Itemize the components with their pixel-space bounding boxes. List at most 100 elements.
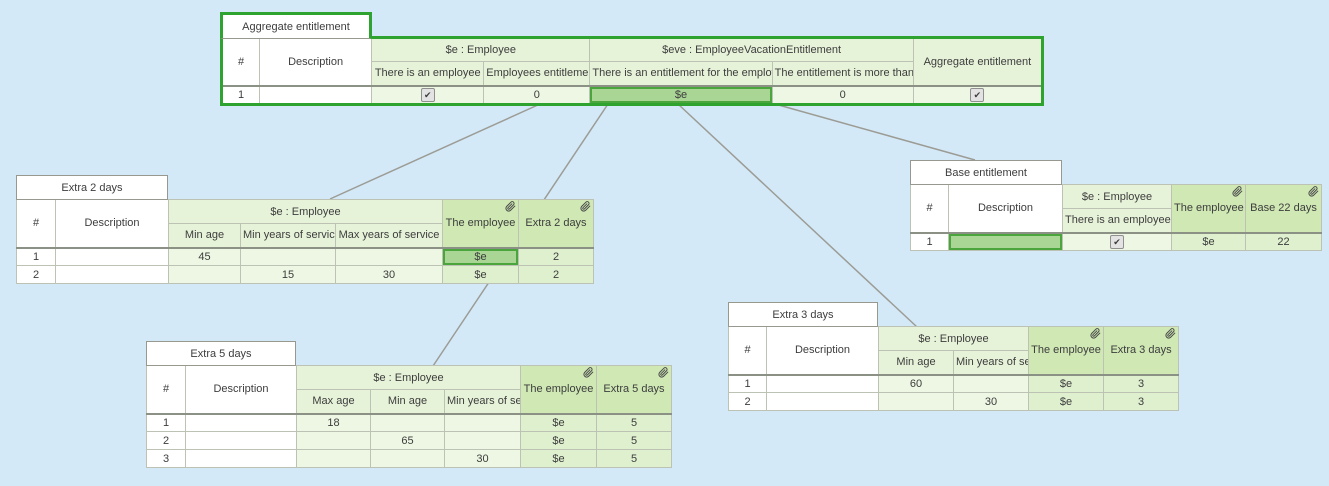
value-cell[interactable]: 2 <box>518 265 594 284</box>
checkbox-cell[interactable]: ✔ <box>1062 231 1172 251</box>
table-extra-3-days: Extra 3 days # Description $e : Employee… <box>728 302 1180 411</box>
value-cell[interactable]: 60 <box>878 373 954 393</box>
value-cell[interactable]: 5 <box>596 431 672 450</box>
value-cell[interactable] <box>240 246 336 266</box>
paperclip-icon[interactable] <box>1090 328 1101 339</box>
row-number-cell[interactable]: 2 <box>146 431 186 450</box>
value-cell[interactable]: 3 <box>1103 373 1180 393</box>
col-header-aggregate-entitlement: Aggregate entitlement <box>912 37 1044 86</box>
sub-header-employees-entitlement: Employees entitlement <box>483 61 591 86</box>
table-title-tab[interactable]: Base entitlement <box>910 160 1062 185</box>
sub-header-min-years-of-service: Min years of service <box>444 389 521 414</box>
connector-line <box>677 103 918 328</box>
value-cell[interactable] <box>296 449 371 468</box>
value-cell[interactable]: 22 <box>1245 231 1322 251</box>
value-cell[interactable]: $e <box>520 412 597 432</box>
table-extra-2-days: Extra 2 days # Description $e : Employee… <box>16 175 594 284</box>
paperclip-icon[interactable] <box>1308 186 1319 197</box>
selected-value-cell[interactable]: $e <box>442 246 519 266</box>
group-header-vacation-entitlement: $eve : EmployeeVacationEntitlement <box>589 37 914 62</box>
paperclip-icon[interactable] <box>580 201 591 212</box>
value-cell[interactable] <box>444 431 521 450</box>
value-cell[interactable]: 30 <box>444 449 521 468</box>
paperclip-icon[interactable] <box>1232 186 1243 197</box>
value-cell[interactable]: $e <box>1028 392 1105 411</box>
value-cell[interactable]: 0 <box>771 84 914 105</box>
value-cell[interactable]: 5 <box>596 412 672 432</box>
value-cell[interactable] <box>370 449 445 468</box>
value-cell[interactable]: 30 <box>952 392 1030 411</box>
row-number-cell[interactable]: 1 <box>146 412 186 432</box>
decision-table: # Description $e : Employee The employee… <box>16 199 594 284</box>
paperclip-icon[interactable] <box>583 367 594 378</box>
row-number-cell[interactable]: 3 <box>146 449 186 468</box>
value-cell[interactable] <box>878 392 954 411</box>
checkbox-cell[interactable]: ✔ <box>912 84 1044 105</box>
col-header-the-employee: The employee <box>442 199 519 248</box>
value-cell[interactable]: $e <box>1171 231 1246 251</box>
selected-description-cell[interactable] <box>948 231 1063 251</box>
row-number-cell[interactable]: 2 <box>16 265 56 284</box>
table-row: 2 30 $e 3 <box>728 392 1180 411</box>
description-cell[interactable] <box>185 412 297 432</box>
description-cell[interactable] <box>259 84 373 105</box>
description-cell[interactable] <box>185 449 297 468</box>
sub-header-min-years-of-service: Min years of service <box>952 350 1030 375</box>
row-number-cell[interactable]: 1 <box>220 84 261 105</box>
description-cell[interactable] <box>766 392 879 411</box>
sub-header-min-years-of-service: Min years of service <box>240 223 336 248</box>
value-cell[interactable] <box>444 412 521 432</box>
value-cell[interactable]: 3 <box>1103 392 1180 411</box>
row-number-cell[interactable]: 2 <box>728 392 767 411</box>
description-cell[interactable] <box>55 265 169 284</box>
value-cell[interactable] <box>335 246 443 266</box>
value-cell[interactable]: 0 <box>483 84 591 105</box>
check-mark: ✔ <box>973 89 982 100</box>
table-title-tab[interactable]: Extra 3 days <box>728 302 878 327</box>
sub-header-there-is-an-employee: There is an employee <box>371 61 485 86</box>
row-number-cell[interactable]: 1 <box>910 231 949 251</box>
value-cell[interactable] <box>168 265 241 284</box>
table-row: 1 45 $e 2 <box>16 246 594 266</box>
checked-checkbox-icon[interactable]: ✔ <box>1110 234 1124 249</box>
group-header-employee: $e : Employee <box>296 365 521 390</box>
paperclip-icon[interactable] <box>505 201 516 212</box>
paperclip-icon[interactable] <box>1165 328 1176 339</box>
value-cell[interactable] <box>370 412 445 432</box>
checked-checkbox-icon[interactable]: ✔ <box>970 87 985 102</box>
row-number-cell[interactable]: 1 <box>728 373 767 393</box>
value-cell[interactable]: 45 <box>168 246 241 266</box>
value-cell[interactable]: 5 <box>596 449 672 468</box>
value-cell[interactable] <box>952 373 1030 393</box>
description-cell[interactable] <box>766 373 879 393</box>
selected-value-cell[interactable]: $e <box>589 84 773 105</box>
decision-table: # Description $e : Employee The employee… <box>146 365 672 468</box>
row-number-cell[interactable]: 1 <box>16 246 56 266</box>
value-cell[interactable]: $e <box>520 431 597 450</box>
value-cell[interactable] <box>296 431 371 450</box>
col-header-description: Description <box>259 37 373 86</box>
table-aggregate-entitlement: Aggregate entitlement # Description $e :… <box>220 12 1044 106</box>
value-cell[interactable]: $e <box>1028 373 1105 393</box>
value-cell[interactable]: 15 <box>240 265 336 284</box>
table-title-tab[interactable]: Extra 5 days <box>146 341 296 366</box>
table-row: 2 15 30 $e 2 <box>16 265 594 284</box>
table-title: Base entitlement <box>945 166 1027 179</box>
table-title-tab[interactable]: Aggregate entitlement <box>220 12 372 39</box>
paperclip-icon[interactable] <box>658 367 669 378</box>
value-cell[interactable]: 2 <box>518 246 594 266</box>
value-cell[interactable]: $e <box>520 449 597 468</box>
col-header-extra-3-days: Extra 3 days <box>1103 326 1180 375</box>
value-cell[interactable]: 30 <box>335 265 443 284</box>
description-cell[interactable] <box>55 246 169 266</box>
value-cell[interactable]: 65 <box>370 431 445 450</box>
col-header-hash: # <box>146 365 186 414</box>
description-cell[interactable] <box>185 431 297 450</box>
value-cell[interactable]: $e <box>442 265 519 284</box>
checked-checkbox-icon[interactable]: ✔ <box>420 87 435 102</box>
checkbox-cell[interactable]: ✔ <box>371 84 485 105</box>
table-title-tab[interactable]: Extra 2 days <box>16 175 168 200</box>
col-header-hash: # <box>220 37 261 86</box>
value-cell[interactable]: 18 <box>296 412 371 432</box>
